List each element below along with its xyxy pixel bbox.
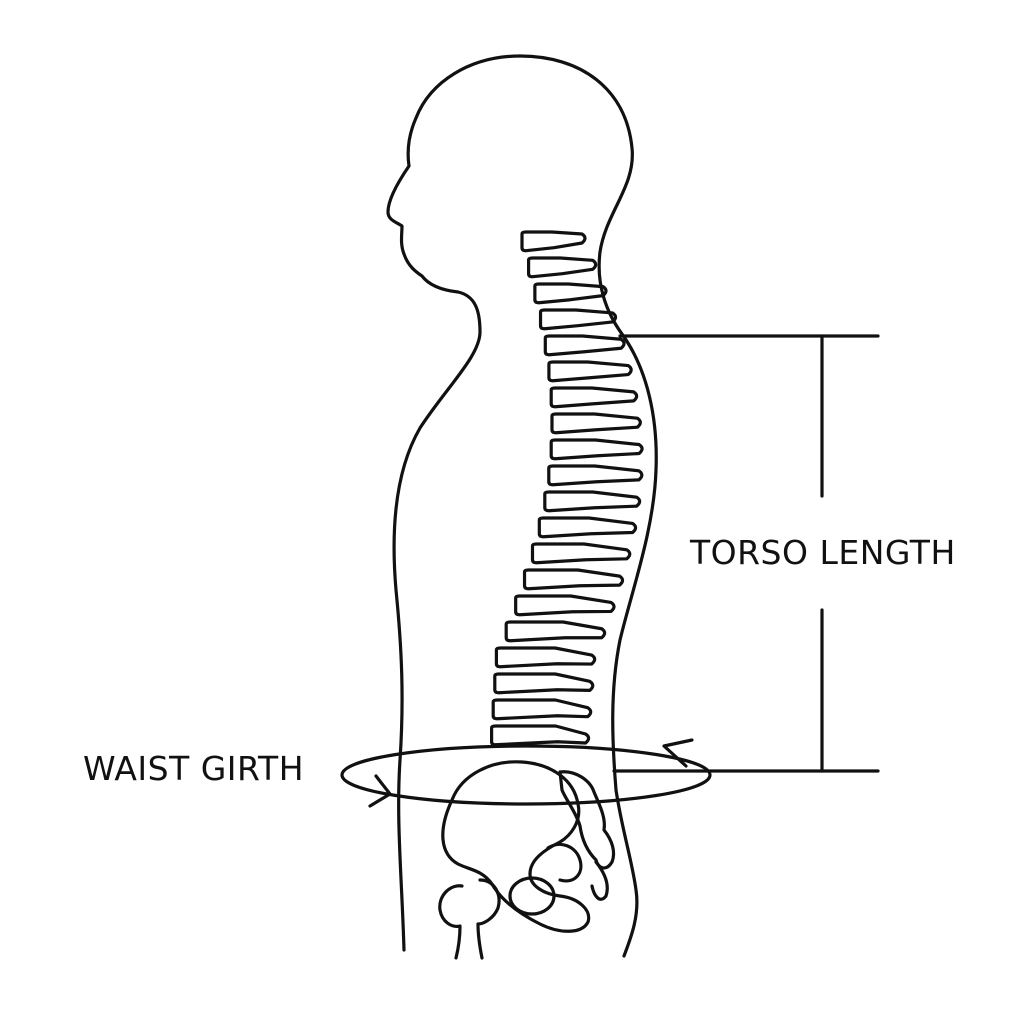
femur <box>440 880 499 958</box>
vertebra <box>549 362 631 381</box>
vertebra <box>525 570 623 589</box>
coccyx <box>592 862 607 899</box>
waist-girth-label: WAIST GIRTH <box>83 749 305 788</box>
vertebra <box>496 648 594 667</box>
spine <box>492 232 642 745</box>
body-front-outline <box>388 56 520 950</box>
obturator-foramen <box>510 878 554 914</box>
vertebra <box>549 466 642 485</box>
body-back-outline <box>520 56 656 956</box>
pelvis-inner-loop <box>548 844 581 880</box>
vertebra <box>551 440 642 459</box>
vertebra <box>545 336 624 355</box>
vertebra <box>545 492 640 511</box>
vertebra <box>495 674 593 693</box>
vertebra <box>522 232 585 251</box>
waist-girth-ellipse <box>342 746 710 804</box>
vertebra <box>539 518 635 537</box>
torso-length-label: TORSO LENGTH <box>690 533 956 572</box>
sacrum <box>560 772 614 868</box>
vertebra <box>551 388 636 407</box>
vertebra <box>506 622 604 641</box>
pelvis <box>443 762 589 931</box>
vertebra <box>493 700 591 719</box>
waist-arrow-front-icon <box>370 776 390 806</box>
vertebra <box>535 284 606 303</box>
waist-arrow-back-icon <box>664 740 692 766</box>
vertebra <box>541 310 616 329</box>
vertebra <box>492 726 589 745</box>
vertebra <box>552 414 640 433</box>
vertebra <box>516 596 614 615</box>
vertebra <box>532 544 629 563</box>
vertebra <box>529 258 596 277</box>
